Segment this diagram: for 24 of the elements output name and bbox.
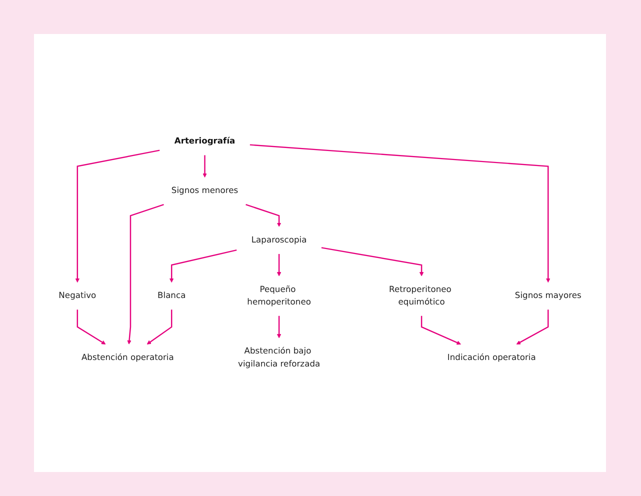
node-text: Signos menores	[171, 186, 238, 196]
arrow	[321, 247, 424, 276]
node-text: Signos mayores	[514, 290, 582, 301]
arrow	[127, 204, 164, 345]
node-text: Laparoscopia	[251, 235, 307, 246]
arrow	[75, 150, 160, 283]
arrow	[276, 316, 282, 338]
arrow	[146, 310, 172, 345]
node-text: Abstención bajo vigilancia reforzada	[238, 346, 320, 369]
arrow	[246, 204, 282, 228]
arrow	[169, 250, 237, 283]
arrow	[516, 310, 549, 345]
arrow	[420, 316, 461, 345]
node-text: Indicación operatoria	[447, 352, 536, 363]
arrow	[76, 310, 106, 345]
arrow	[250, 144, 550, 283]
node-text: Abstención operatoria	[81, 352, 174, 363]
arrow	[202, 155, 207, 178]
node-text: Blanca	[158, 290, 186, 301]
node-text: Arteriografía	[174, 136, 236, 146]
node-text: Retroperitoneo equimótico	[389, 284, 452, 307]
node-text: Pequeño hemoperitoneo	[247, 284, 311, 307]
arrow	[276, 254, 282, 276]
node-text: Negativo	[58, 290, 96, 301]
